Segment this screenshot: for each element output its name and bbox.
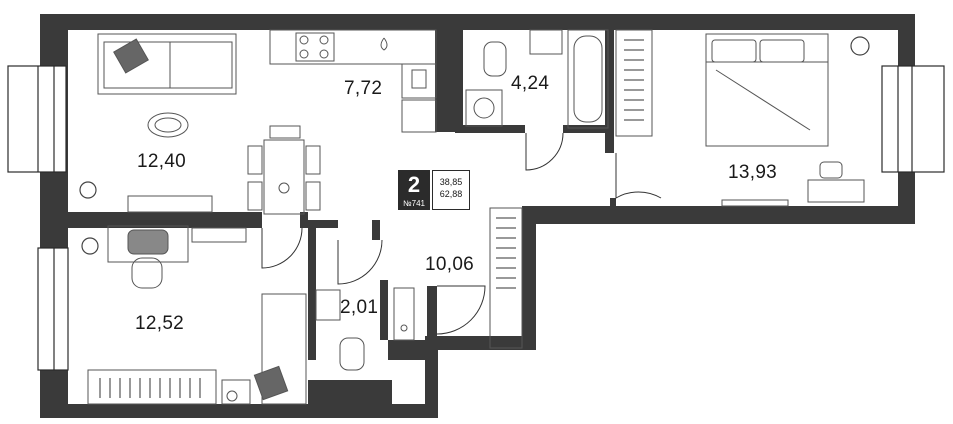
plants [79, 36, 870, 255]
room-area-kitchen: 7,72 [344, 78, 383, 99]
windows [7, 65, 945, 371]
interior-walls [40, 28, 616, 405]
area-summary: 38,85 62,88 [432, 170, 470, 210]
furniture [87, 29, 865, 405]
apartment-badge: 2 №741 38,85 62,88 [398, 170, 470, 210]
rooms-count: 2 [407, 172, 421, 197]
doors [261, 132, 662, 335]
room-area-bedroom-left: 12,52 [135, 313, 185, 334]
room-area-hallway: 10,06 [425, 254, 475, 275]
room-area-bedroom-right: 13,93 [728, 162, 778, 183]
room-area-living-room: 12,40 [137, 151, 187, 172]
apartment-number: №741 [403, 199, 425, 208]
living-area: 38,85 [439, 177, 463, 187]
room-area-toilet: 2,01 [340, 297, 379, 318]
total-area: 62,88 [439, 189, 463, 199]
wardrobe-hatching [99, 39, 644, 398]
rooms-count-box: 2 №741 [398, 170, 430, 210]
room-area-bathroom: 4,24 [511, 73, 550, 94]
